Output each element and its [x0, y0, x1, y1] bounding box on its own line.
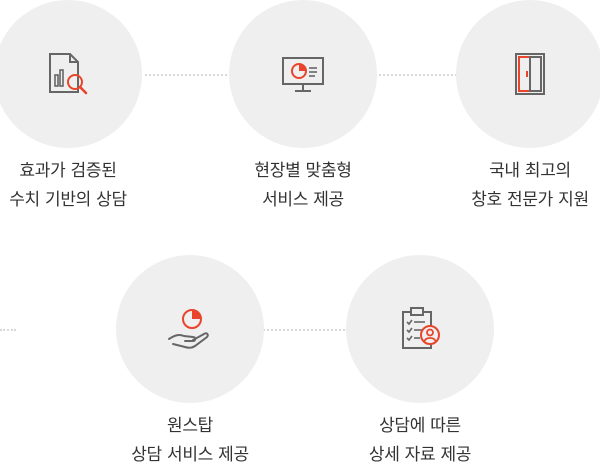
feature-label-line1: 원스탑	[166, 416, 214, 436]
feature-label-line1: 현장별 맞춤형	[254, 161, 352, 181]
connector-line	[140, 74, 235, 76]
feature-circle	[346, 255, 494, 403]
feature-circle	[0, 0, 142, 148]
clipboard-user-icon	[402, 307, 440, 349]
feature-label-line2: 창호 전문가 지원	[471, 190, 589, 210]
connector-line	[258, 329, 353, 331]
feature-label: 효과가 검증된 수치 기반의 상담	[0, 157, 168, 215]
feature-label-line2: 수치 기반의 상담	[9, 190, 127, 210]
feature-label-line1: 상담에 따른	[379, 416, 461, 436]
feature-label-line2: 상담 서비스 제공	[131, 445, 249, 465]
feature-label-line1: 국내 최고의	[489, 161, 571, 181]
feature-label: 원스탑 상담 서비스 제공	[90, 412, 290, 470]
connector-line	[370, 74, 465, 76]
feature-circle	[229, 0, 377, 148]
hand-chart-icon	[168, 309, 209, 349]
feature-label: 국내 최고의 창호 전문가 지원	[430, 157, 600, 215]
feature-circle	[456, 0, 600, 148]
feature-label-line2: 상세 자료 제공	[368, 445, 472, 465]
feature-label-line2: 서비스 제공	[262, 190, 344, 210]
window-frame-icon	[515, 53, 545, 95]
connector-line	[0, 329, 16, 331]
feature-label: 현장별 맞춤형 서비스 제공	[203, 157, 403, 215]
monitor-chart-icon	[282, 57, 324, 92]
feature-circle	[116, 255, 264, 403]
document-search-icon	[49, 53, 88, 95]
feature-label-line1: 효과가 검증된	[19, 161, 117, 181]
feature-label: 상담에 따른 상세 자료 제공	[320, 412, 520, 470]
